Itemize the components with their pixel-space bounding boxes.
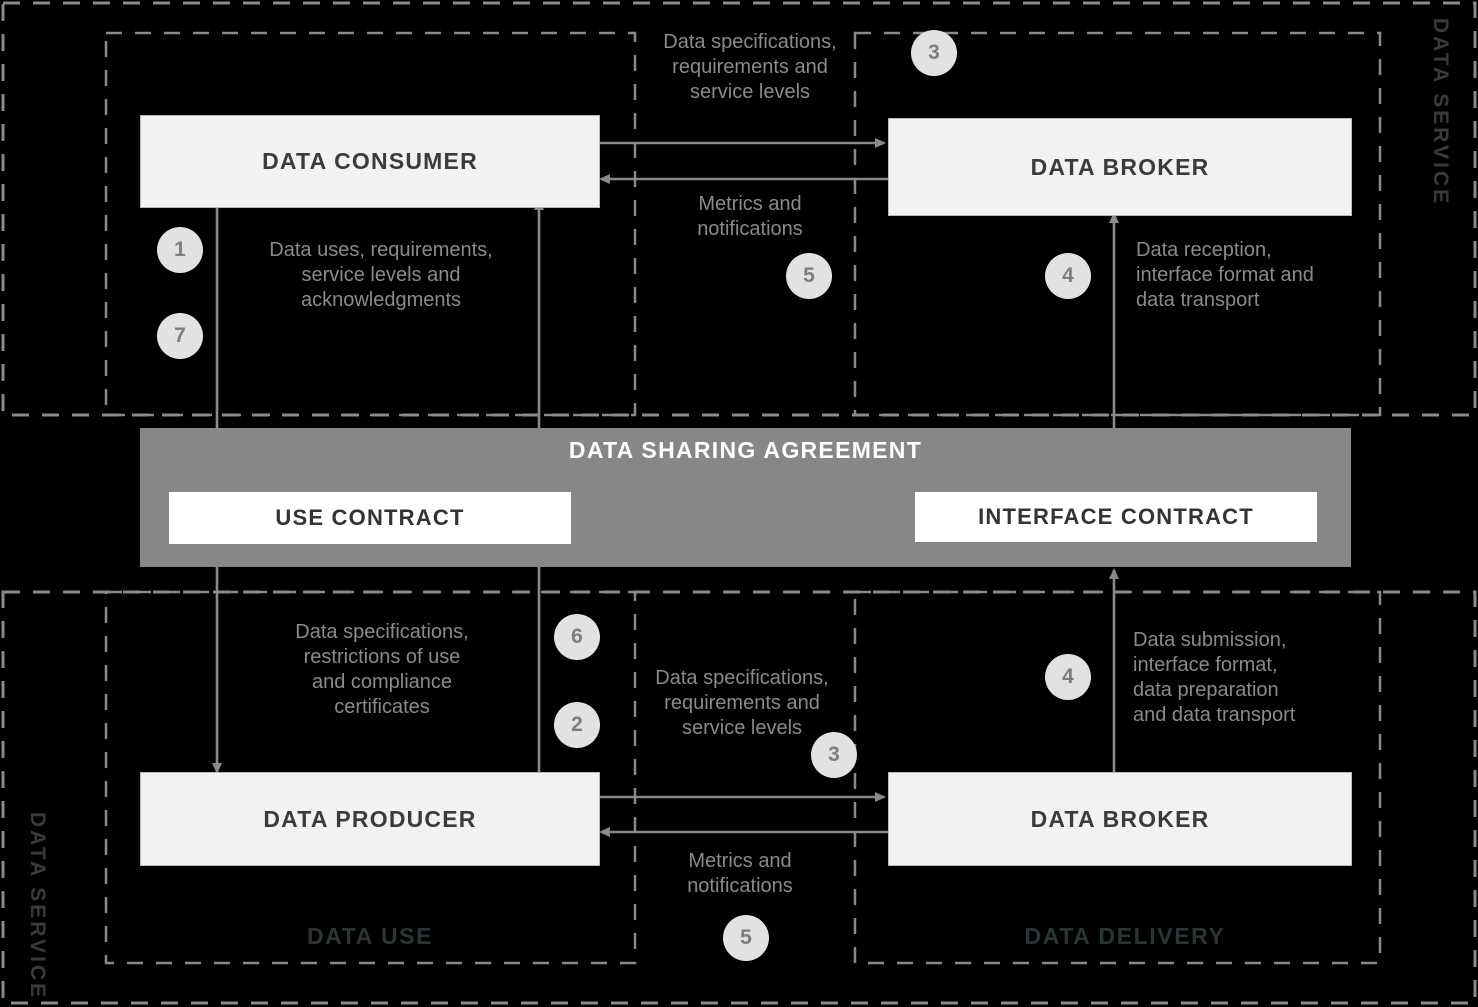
boundary-data-use-top: [104, 31, 637, 417]
zone-caption-data-service-right: DATA SERVICE: [1429, 18, 1452, 207]
note-consumer-use-contract: Data uses, requirements, service levels …: [269, 239, 493, 311]
note-producer-use-contract: Data specifications, restrictions of use…: [295, 621, 469, 718]
zone-caption-data-delivery: DATA DELIVERY: [1024, 923, 1226, 949]
boundary-data-service-bottom: [1, 590, 1477, 1005]
boundary-data-use-bottom: [104, 590, 637, 965]
step-bubble-3-bottom[interactable]: 3: [811, 732, 857, 778]
step-bubble-4-top[interactable]: 4: [1045, 253, 1091, 299]
data-sharing-agreement-title: DATA SHARING AGREEMENT: [568, 437, 923, 463]
note-producer-to-broker-bottom: Data specifications, requirements and se…: [655, 667, 829, 739]
use-contract-label: USE CONTRACT: [275, 505, 465, 530]
note-broker-reception-top: Data reception, interface format and dat…: [1136, 239, 1314, 311]
boundary-data-delivery-top: [853, 31, 1382, 417]
entity-data-consumer[interactable]: DATA CONSUMER: [140, 115, 600, 208]
zone-caption-data-service-left: DATA SERVICE: [26, 812, 49, 1001]
step-bubble-6[interactable]: 6: [554, 614, 600, 660]
entity-data-producer[interactable]: DATA PRODUCER: [140, 772, 600, 866]
step-bubble-3-top[interactable]: 3: [911, 30, 957, 76]
step-bubble-5-top[interactable]: 5: [786, 253, 832, 299]
entity-data-broker-bottom-label: DATA BROKER: [1030, 805, 1210, 832]
step-bubble-2[interactable]: 2: [554, 702, 600, 748]
step-bubble-5-bottom[interactable]: 5: [723, 915, 769, 961]
entity-data-producer-label: DATA PRODUCER: [263, 805, 477, 832]
zone-caption-data-use: DATA USE: [306, 923, 434, 949]
entity-data-broker-top[interactable]: DATA BROKER: [888, 118, 1352, 216]
use-contract-box[interactable]: USE CONTRACT: [169, 492, 571, 544]
entity-data-consumer-label: DATA CONSUMER: [262, 148, 478, 174]
boundary-data-delivery-bottom: [853, 590, 1382, 965]
interface-contract-label: INTERFACE CONTRACT: [978, 504, 1254, 529]
note-broker-submission-bottom: Data submission, interface format, data …: [1133, 629, 1296, 726]
note-broker-to-producer-bottom: Metrics and notifications: [687, 850, 793, 897]
step-bubble-7[interactable]: 7: [157, 313, 203, 359]
note-consumer-to-broker-top: Data specifications, requirements and se…: [663, 31, 837, 103]
entity-data-broker-bottom[interactable]: DATA BROKER: [888, 772, 1352, 866]
step-bubble-1[interactable]: 1: [157, 227, 203, 273]
interface-contract-box[interactable]: INTERFACE CONTRACT: [915, 492, 1317, 542]
note-broker-to-consumer-top: Metrics and notifications: [697, 193, 803, 240]
boundary-data-service-top: [1, 1, 1477, 417]
entity-data-broker-top-label: DATA BROKER: [1030, 153, 1210, 180]
step-bubble-4-bottom[interactable]: 4: [1045, 654, 1091, 700]
